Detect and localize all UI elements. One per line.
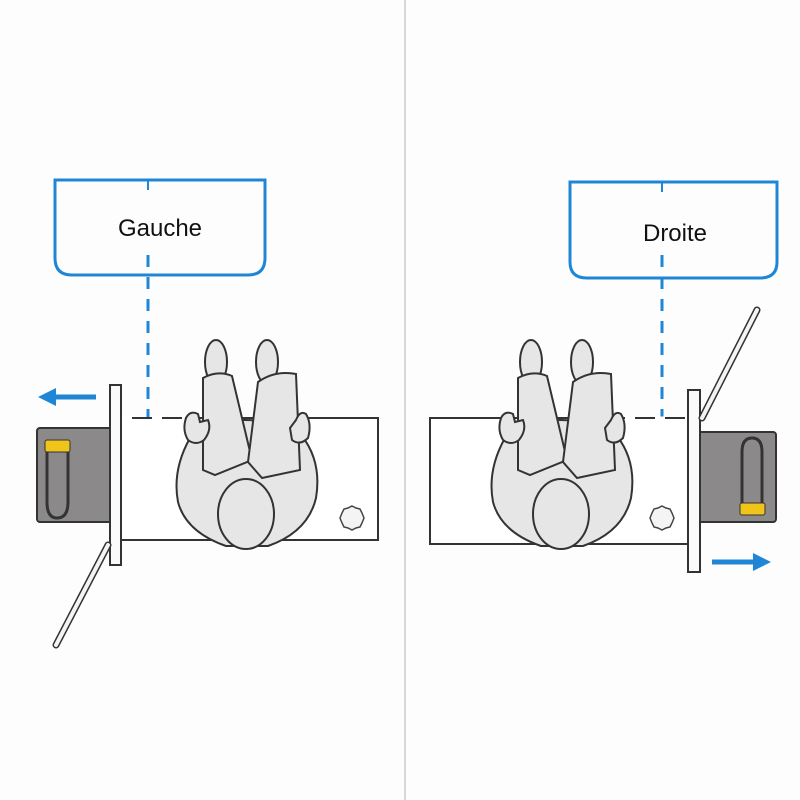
arrow-left-icon — [38, 388, 96, 406]
door-leaf — [700, 308, 759, 420]
door-leaf — [54, 543, 110, 647]
cog-icon — [339, 505, 365, 531]
label-box — [568, 180, 779, 280]
handle-cap — [44, 439, 71, 453]
handle-cap — [739, 502, 766, 516]
door-handle-plate — [697, 431, 777, 523]
person-figure — [490, 339, 634, 550]
right-panel: Droite — [429, 180, 779, 573]
arrow-right-icon — [712, 553, 771, 571]
door-frame — [109, 384, 122, 566]
cog-icon — [649, 505, 675, 531]
label-gauche: Gauche — [118, 215, 202, 242]
label-box — [53, 178, 267, 277]
label-droite: Droite — [643, 220, 707, 247]
handle-loop — [740, 436, 764, 505]
left-panel: Gauche — [36, 178, 379, 649]
person-figure — [175, 339, 319, 550]
door-handle-plate — [36, 427, 113, 523]
handle-loop — [45, 448, 70, 520]
door-frame — [687, 389, 701, 573]
